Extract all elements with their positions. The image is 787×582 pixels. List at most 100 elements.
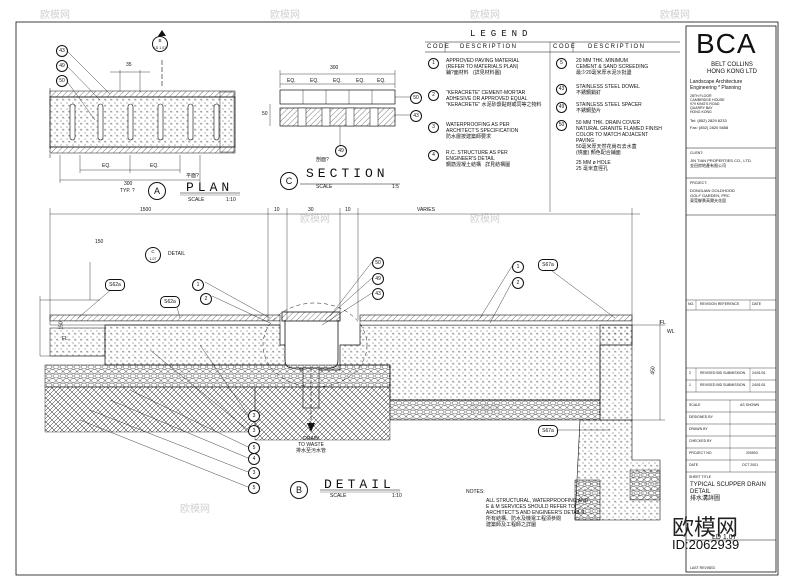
- callout-1: 1: [512, 261, 524, 273]
- callout-49: 49: [335, 145, 347, 157]
- legend-code: 3: [428, 122, 439, 133]
- dim-10: 10: [345, 207, 351, 213]
- dim-300: 300: [330, 65, 339, 71]
- legend-desc: 50 MM THK. DRAIN COVER NATURAL GRANITE F…: [576, 120, 662, 156]
- dim-150: 150: [58, 321, 65, 330]
- callout-s67a: S67a: [538, 425, 558, 437]
- callout-s62a: S62a: [160, 296, 180, 308]
- detail-section-marker: C 1.07: [145, 247, 161, 263]
- rev-desc: REVISED BID SUBMISSION: [700, 383, 746, 387]
- project-no: 200503: [746, 451, 758, 455]
- section-view: [269, 70, 410, 185]
- legend-col-code: CODE: [553, 44, 577, 50]
- legend-desc: APPROVED PAVING MATERIAL (REFER TO MATER…: [446, 58, 520, 76]
- designed-label: DESIGNED BY: [689, 415, 713, 419]
- project-name: DONGUAN GOLDHOOD GOLF GARDEN, PRC 東莞御景高爾…: [690, 188, 735, 203]
- detail-scale: 1:10: [392, 493, 402, 499]
- company-logo: BCA: [696, 28, 757, 59]
- legend-frame: [425, 41, 680, 212]
- drawing-number: LD 1.07: [712, 534, 737, 541]
- legend-code: 49: [556, 102, 567, 113]
- title-block-frame: [685, 25, 777, 573]
- company-tel: Tel: (852) 2829 8233: [690, 118, 727, 123]
- dim-eq: EQ.: [333, 78, 342, 84]
- dim-30: 30: [308, 207, 314, 213]
- marker-letter: B: [158, 38, 162, 43]
- last-revised-label: LAST REVISED: [690, 566, 716, 570]
- dim-300: 300: [124, 181, 133, 187]
- rev-desc-label: REVISION REFERENCE: [700, 302, 740, 306]
- dim-eq: EQ.: [102, 163, 111, 169]
- plan-view-code: A: [148, 182, 166, 200]
- callout-1: 1: [192, 279, 204, 291]
- callout-50: 50: [372, 257, 384, 269]
- watermark-text: 欧模网: [270, 10, 300, 21]
- dim-eq: EQ.: [377, 78, 386, 84]
- rev-date: 24/01/01: [752, 383, 766, 387]
- company-name: BELT COLLINS HONG KONG LTD: [707, 62, 757, 75]
- rev-date: 24/01/01: [752, 371, 766, 375]
- dim-fl: FL: [660, 320, 666, 326]
- rev-no: 1: [689, 383, 691, 387]
- callout-3: 3: [248, 467, 260, 479]
- section-typ-note: 剖面?: [316, 157, 329, 163]
- dim-eq: EQ.: [150, 163, 159, 169]
- watermark-text: 欧模网: [180, 504, 210, 515]
- dim-35: 35: [126, 62, 132, 68]
- date-value: OCT 2001: [742, 463, 759, 467]
- legend-col-code: CODE: [427, 44, 451, 50]
- drain-note: DRAIN TO WASTE 排水至污水管: [296, 436, 327, 454]
- legend-desc: STAINLESS STEEL SPACER 不銹鋼墊片: [576, 102, 642, 114]
- callout-43: 43: [56, 45, 68, 57]
- plan-view: [49, 30, 240, 196]
- detail-view: [39, 208, 665, 521]
- project-label: PROJECT:: [690, 181, 707, 185]
- plan-scale-label: SCALE: [188, 197, 205, 203]
- legend-title: LEGEND: [470, 29, 533, 39]
- company-address: 28TH FLOOR CAMBRIDGE HOUSE 979 KING'S RO…: [690, 94, 725, 114]
- dim-eq: EQ.: [310, 78, 319, 84]
- watermark-text: 欧模网: [470, 404, 500, 415]
- sheet-title: TYPICAL SCUPPER DRAIN DETAIL 排水溝詳圖: [690, 482, 766, 502]
- drawn-label: DRAWN BY: [689, 427, 708, 431]
- company-discipline: Landscape Architecture Engineering * Pla…: [690, 79, 743, 91]
- callout-3: 3: [248, 425, 260, 437]
- section-scale-label: SCALE: [316, 184, 333, 190]
- dim-wl: WL: [667, 329, 675, 335]
- dim-eq: EQ.: [356, 78, 365, 84]
- section-title: SECTION: [306, 166, 389, 181]
- rev-desc: REVISED BID SUBMISSION: [700, 371, 746, 375]
- typ-label: TYP. ?: [120, 188, 135, 194]
- legend-code: 50: [556, 120, 567, 131]
- client-name: JIN TIAN PROPERTIES CO., LTD. 金田房地產有限公司: [690, 158, 752, 168]
- marker-letter: C: [151, 249, 155, 254]
- rev-no: 2: [689, 371, 691, 375]
- legend-desc: WATERPROOFING AS PER ARCHITECT'S SPECIFI…: [446, 122, 519, 140]
- legend-desc: 20 MM THK. MINIMUM CEMENT & SAND SCREEDI…: [576, 58, 649, 76]
- section-view-code: C: [280, 172, 298, 190]
- plan-title: PLAN: [186, 180, 234, 195]
- dim-150: 150: [95, 239, 104, 245]
- marker-sheet: 1.07: [149, 257, 157, 261]
- callout-3: 3: [248, 410, 260, 422]
- plan-typ-note: 平面?: [186, 173, 199, 179]
- legend-code: 5: [556, 58, 567, 69]
- sheet-title-label: SHEET TITLE: [689, 475, 712, 479]
- callout-4: 4: [248, 453, 260, 465]
- legend-col-desc: DESCRIPTION: [588, 44, 646, 50]
- legend-desc: STAINLESS STEEL DOWEL 不銹鋼銷釘: [576, 84, 640, 96]
- callout-5: 5: [248, 482, 260, 494]
- watermark-id: ID:2062939: [672, 537, 740, 552]
- callout-2: 2: [512, 277, 524, 289]
- company-fax: Fax: (852) 2820 5658: [690, 125, 729, 130]
- watermark-text: 欧模网: [470, 214, 500, 225]
- detail-scale-label: SCALE: [330, 493, 347, 499]
- callout-s62a: S62a: [105, 279, 125, 291]
- section-scale: 1:5: [392, 184, 399, 190]
- callout-49: 49: [372, 273, 384, 285]
- legend-desc: 25 MM ø HOLE 25 毫米直徑孔: [576, 160, 611, 172]
- rev-no-label: NO.: [688, 302, 695, 306]
- callout-s67a: S67a: [538, 259, 558, 271]
- plan-section-marker: B LD 1.07: [152, 36, 168, 52]
